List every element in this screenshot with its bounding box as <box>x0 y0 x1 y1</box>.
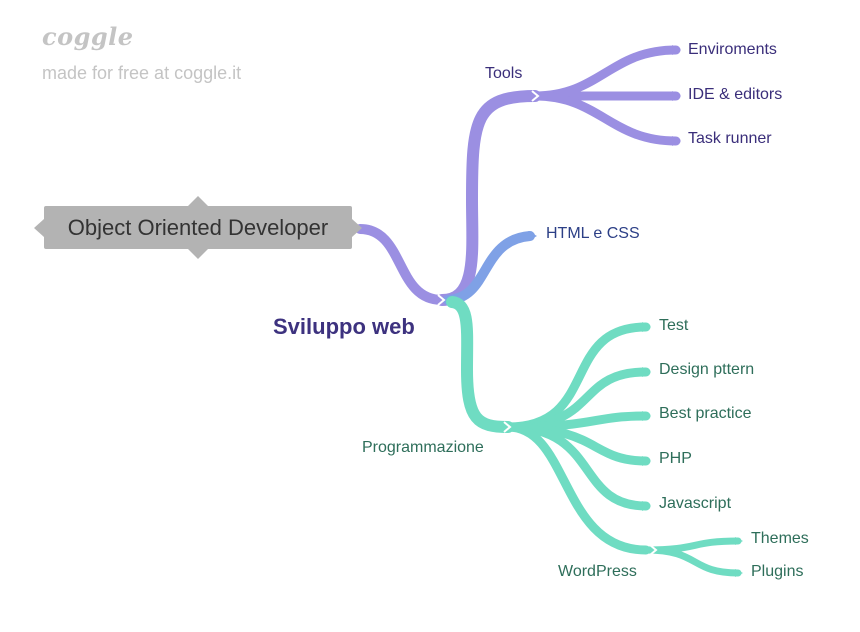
junction-chevron-programmazione <box>503 421 512 433</box>
node-themes[interactable]: Themes <box>751 530 809 547</box>
junction-chevron-center <box>437 294 446 306</box>
coggle-logo: coggle <box>42 22 134 51</box>
node-object-oriented-developer-label: Object Oriented Developer <box>67 214 329 240</box>
tip-ide-editors <box>672 91 681 101</box>
ood-node-right-pointer <box>352 219 362 237</box>
node-central-topic[interactable]: Sviluppo web <box>273 314 415 339</box>
ood-node-left-pointer <box>34 219 44 237</box>
node-html-css[interactable]: HTML e CSS <box>546 225 640 242</box>
branch-javascript <box>503 422 651 511</box>
brand-tagline: made for free at coggle.it <box>42 63 242 83</box>
node-test[interactable]: Test <box>659 317 689 334</box>
tip-php <box>642 456 651 466</box>
junction-chevron-tools <box>531 90 540 102</box>
node-task-runner[interactable]: Task runner <box>688 130 772 147</box>
tip-test <box>642 322 651 332</box>
branch-enviroments <box>530 45 681 101</box>
tip-task-runner <box>672 136 681 146</box>
tip-plugins <box>735 569 743 577</box>
node-enviroments[interactable]: Enviroments <box>688 41 777 58</box>
tip-best-practice <box>642 411 651 421</box>
tip-enviroments <box>672 45 681 55</box>
branch-task-runner <box>530 91 681 146</box>
node-programmazione[interactable]: Programmazione <box>362 439 484 456</box>
node-tools[interactable]: Tools <box>485 65 523 82</box>
node-ide-editors[interactable]: IDE & editors <box>688 86 783 103</box>
branch-programmazione <box>446 296 514 433</box>
ood-node-top-pointer <box>188 196 208 206</box>
tip-themes <box>735 537 743 545</box>
branch-plugins <box>642 546 742 577</box>
node-wordpress[interactable]: WordPress <box>558 563 637 580</box>
tip-javascript <box>642 501 651 511</box>
junction-chevron-wordpress <box>649 544 658 556</box>
node-php[interactable]: PHP <box>659 450 692 467</box>
node-plugins[interactable]: Plugins <box>751 563 804 580</box>
branch-tools <box>436 90 541 306</box>
node-design-pattern[interactable]: Design pttern <box>659 361 755 378</box>
branch-wordpress <box>503 422 651 555</box>
branch-html-css <box>443 231 535 305</box>
tip-design-pattern <box>642 367 651 377</box>
node-best-practice[interactable]: Best practice <box>659 405 752 422</box>
link-ood-to-center <box>355 224 447 305</box>
tip-html-css <box>528 231 537 241</box>
node-object-oriented-developer[interactable]: Object Oriented Developer <box>44 206 352 249</box>
node-javascript[interactable]: Javascript <box>659 495 732 512</box>
ood-node-bottom-pointer <box>188 249 208 259</box>
